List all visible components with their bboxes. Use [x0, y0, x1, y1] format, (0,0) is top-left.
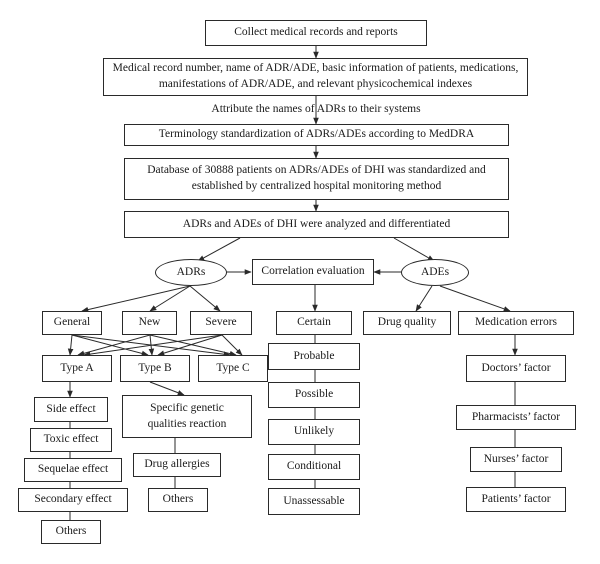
unassessable-box: Unassessable: [268, 488, 360, 515]
pharmacists-factor-box: Pharmacists’ factor: [456, 405, 576, 430]
doctors-factor-box: Doctors’ factor: [466, 355, 566, 382]
unlikely-box: Unlikely: [268, 419, 360, 445]
edge-analyzed-to-ades: [393, 237, 435, 262]
adrs-ellipse: ADRs: [155, 259, 227, 286]
possible-box: Possible: [268, 382, 360, 408]
drug-allergies-box: Drug allergies: [133, 453, 221, 477]
type-a-box: Type A: [42, 355, 112, 382]
secondary-effect-box: Secondary effect: [18, 488, 128, 512]
probable-box: Probable: [268, 343, 360, 370]
severe-box: Severe: [190, 311, 252, 335]
edge-analyzed-to-adrs: [197, 237, 241, 262]
edge-general-to-type-b: [71, 334, 149, 357]
edge-ades-to-drug-quality: [415, 285, 433, 312]
side-effect-box: Side effect: [34, 397, 108, 422]
specific-genetic-box: Specific genetic qualities reaction: [122, 395, 252, 438]
certain-box: Certain: [276, 311, 352, 335]
record-fields-box: Medical record number, name of ADR/ADE, …: [103, 58, 528, 96]
ades-ellipse: ADEs: [401, 259, 469, 286]
patients-factor-box: Patients’ factor: [466, 487, 566, 512]
edge-type-b-to-specific-genetic: [149, 381, 185, 396]
edge-general-to-type-a: [67, 334, 74, 356]
edge-adrs-to-general: [81, 285, 191, 313]
edge-adrs-to-new: [149, 285, 191, 312]
nurses-factor-box: Nurses’ factor: [470, 447, 562, 472]
medication-errors-box: Medication errors: [458, 311, 574, 335]
analysis-box: ADRs and ADEs of DHI were analyzed and d…: [124, 211, 509, 238]
new-box: New: [122, 311, 177, 335]
collect-records-box: Collect medical records and reports: [205, 20, 427, 46]
attribute-systems-label: Attribute the names of ADRs to their sys…: [211, 103, 421, 115]
meddra-standardization-box: Terminology standardization of ADRs/ADEs…: [124, 124, 509, 146]
others-type-b-box: Others: [148, 488, 208, 512]
sequelae-effect-box: Sequelae effect: [24, 458, 122, 482]
patient-database-box: Database of 30888 patients on ADRs/ADEs …: [124, 158, 509, 200]
edge-new-to-type-c: [149, 334, 237, 357]
edge-ades-to-medication-errors: [439, 285, 511, 312]
correlation-evaluation-box: Correlation evaluation: [252, 259, 374, 285]
type-b-box: Type B: [120, 355, 190, 382]
type-c-box: Type C: [198, 355, 268, 382]
edge-severe-to-type-c: [221, 334, 243, 356]
drug-quality-box: Drug quality: [363, 311, 451, 335]
general-box: General: [42, 311, 102, 335]
conditional-box: Conditional: [268, 454, 360, 480]
edge-adrs-to-severe: [189, 285, 221, 312]
edge-severe-to-type-a: [83, 334, 223, 357]
others-type-a-box: Others: [41, 520, 101, 544]
edge-new-to-type-a: [77, 334, 151, 357]
toxic-effect-box: Toxic effect: [30, 428, 112, 452]
edge-severe-to-type-b: [157, 334, 223, 356]
